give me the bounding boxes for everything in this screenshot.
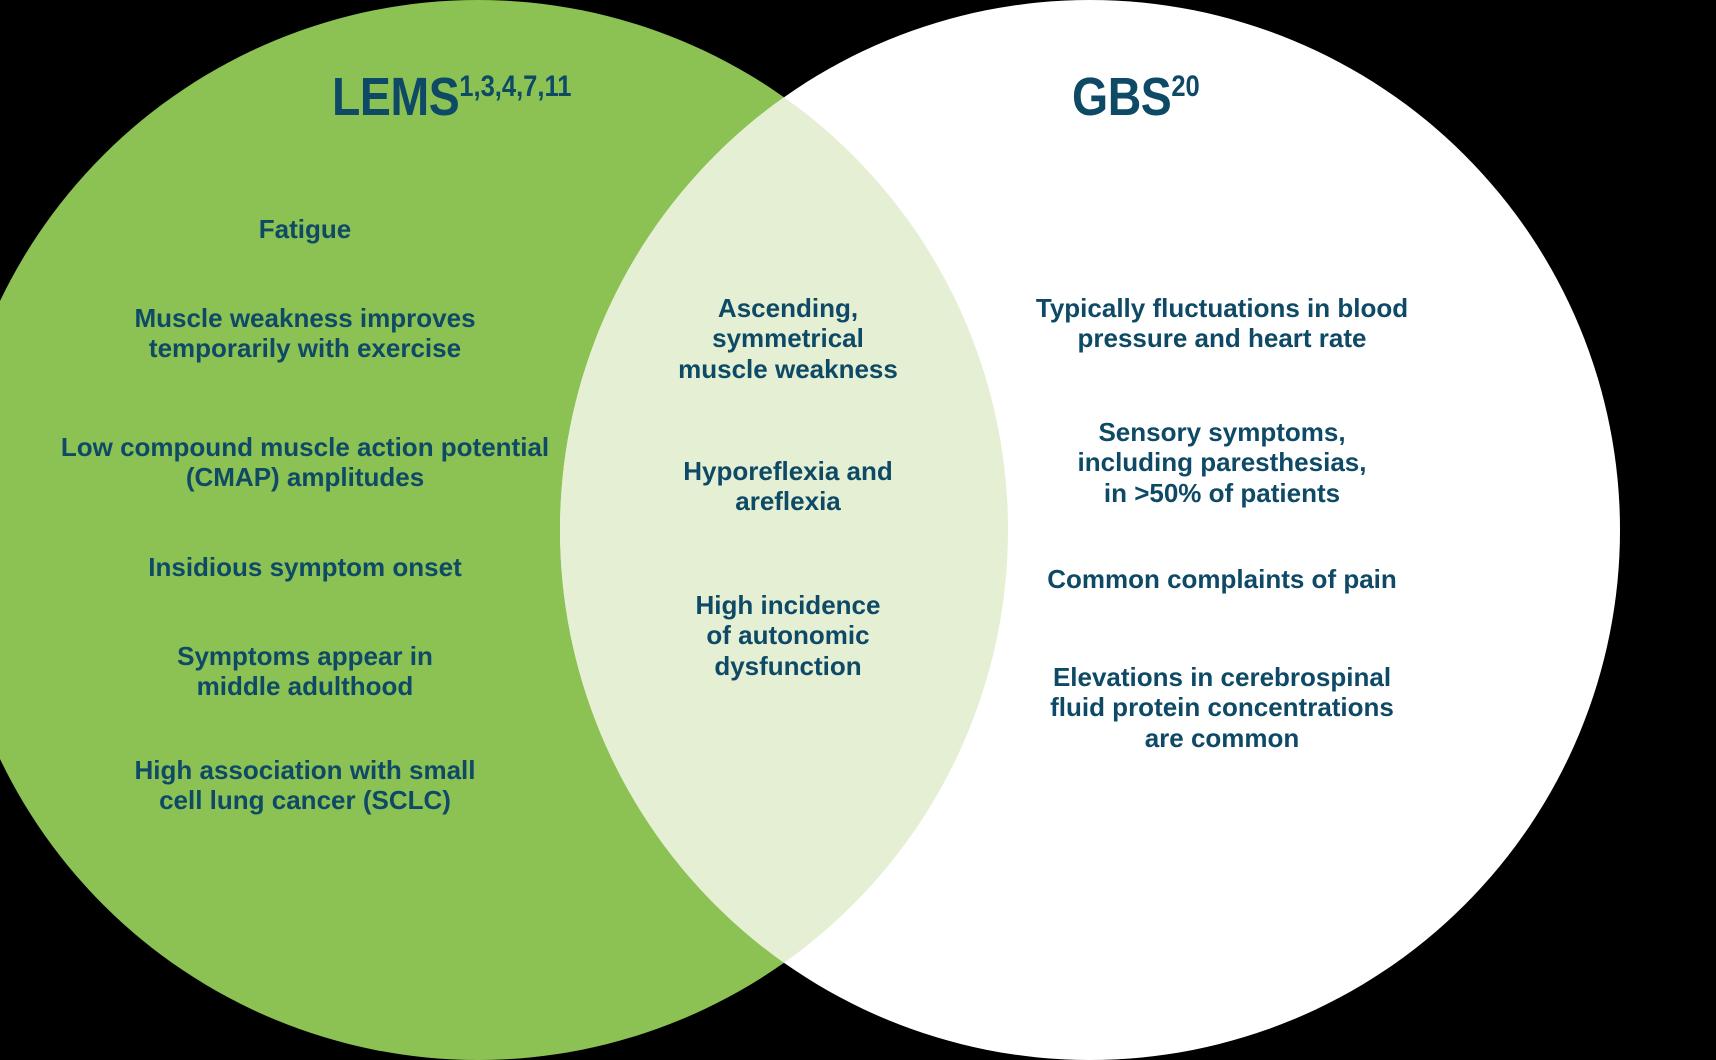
- lems-title: LEMS1,3,4,7,11: [332, 70, 571, 124]
- gbs-item: Elevations in cerebrospinal fluid protei…: [1050, 662, 1394, 753]
- shared-item: Hyporeflexia and areflexia: [683, 456, 893, 517]
- lems-item: Insidious symptom onset: [148, 552, 462, 582]
- shared-item: High incidence of autonomic dysfunction: [695, 590, 881, 681]
- overlap-region-shape: [560, 0, 1008, 1060]
- gbs-item: Sensory symptoms, including paresthesias…: [1077, 417, 1367, 508]
- lems-item: Fatigue: [258, 214, 352, 244]
- gbs-title-superscript: 20: [1171, 70, 1200, 103]
- lems-item: Low compound muscle action potential (CM…: [60, 432, 550, 493]
- gbs-title-text: GBS: [1072, 67, 1172, 127]
- lems-item: Symptoms appear in middle adulthood: [177, 641, 433, 702]
- lems-title-text: LEMS: [332, 67, 460, 127]
- lems-item: Muscle weakness improves temporarily wit…: [134, 303, 476, 364]
- gbs-item: Typically fluctuations in blood pressure…: [1035, 293, 1409, 354]
- gbs-item: Common complaints of pain: [1047, 564, 1397, 594]
- gbs-title: GBS20: [1072, 70, 1200, 124]
- lems-item: High association with small cell lung ca…: [134, 755, 476, 816]
- shared-item: Ascending, symmetrical muscle weakness: [678, 293, 898, 384]
- lems-title-superscript: 1,3,4,7,11: [459, 70, 572, 103]
